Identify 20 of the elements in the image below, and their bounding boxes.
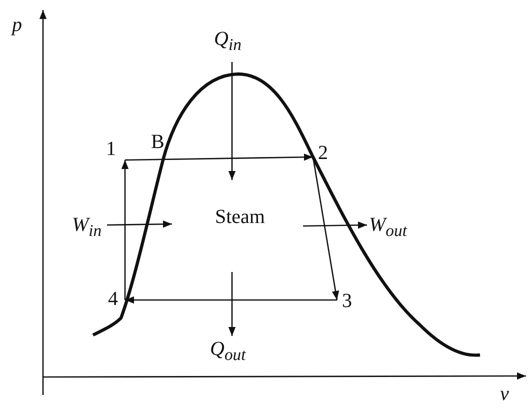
region-label: Steam (215, 206, 265, 228)
point-label: B (151, 131, 164, 153)
work-label: W$_{out}$ (369, 214, 407, 242)
process-arrow (121, 160, 129, 300)
state-number: 4 (108, 288, 118, 310)
heat-arrow (228, 272, 236, 336)
process-arrow (125, 154, 313, 161)
state-number: 2 (318, 142, 328, 164)
heat-arrow (228, 62, 236, 180)
axis-label: v (500, 383, 509, 405)
state-number: 3 (342, 290, 352, 312)
work-arrow (106, 220, 172, 228)
heat-label: Q$_{in}$ (214, 28, 242, 56)
process-arrow (125, 296, 337, 304)
work-label: W$_{in}$ (72, 214, 102, 242)
process-arrow (312, 156, 340, 300)
axis-label: p (12, 14, 22, 36)
work-arrow (302, 222, 368, 229)
state-number: 1 (106, 138, 116, 160)
heat-label: Q$_{out}$ (210, 338, 246, 366)
